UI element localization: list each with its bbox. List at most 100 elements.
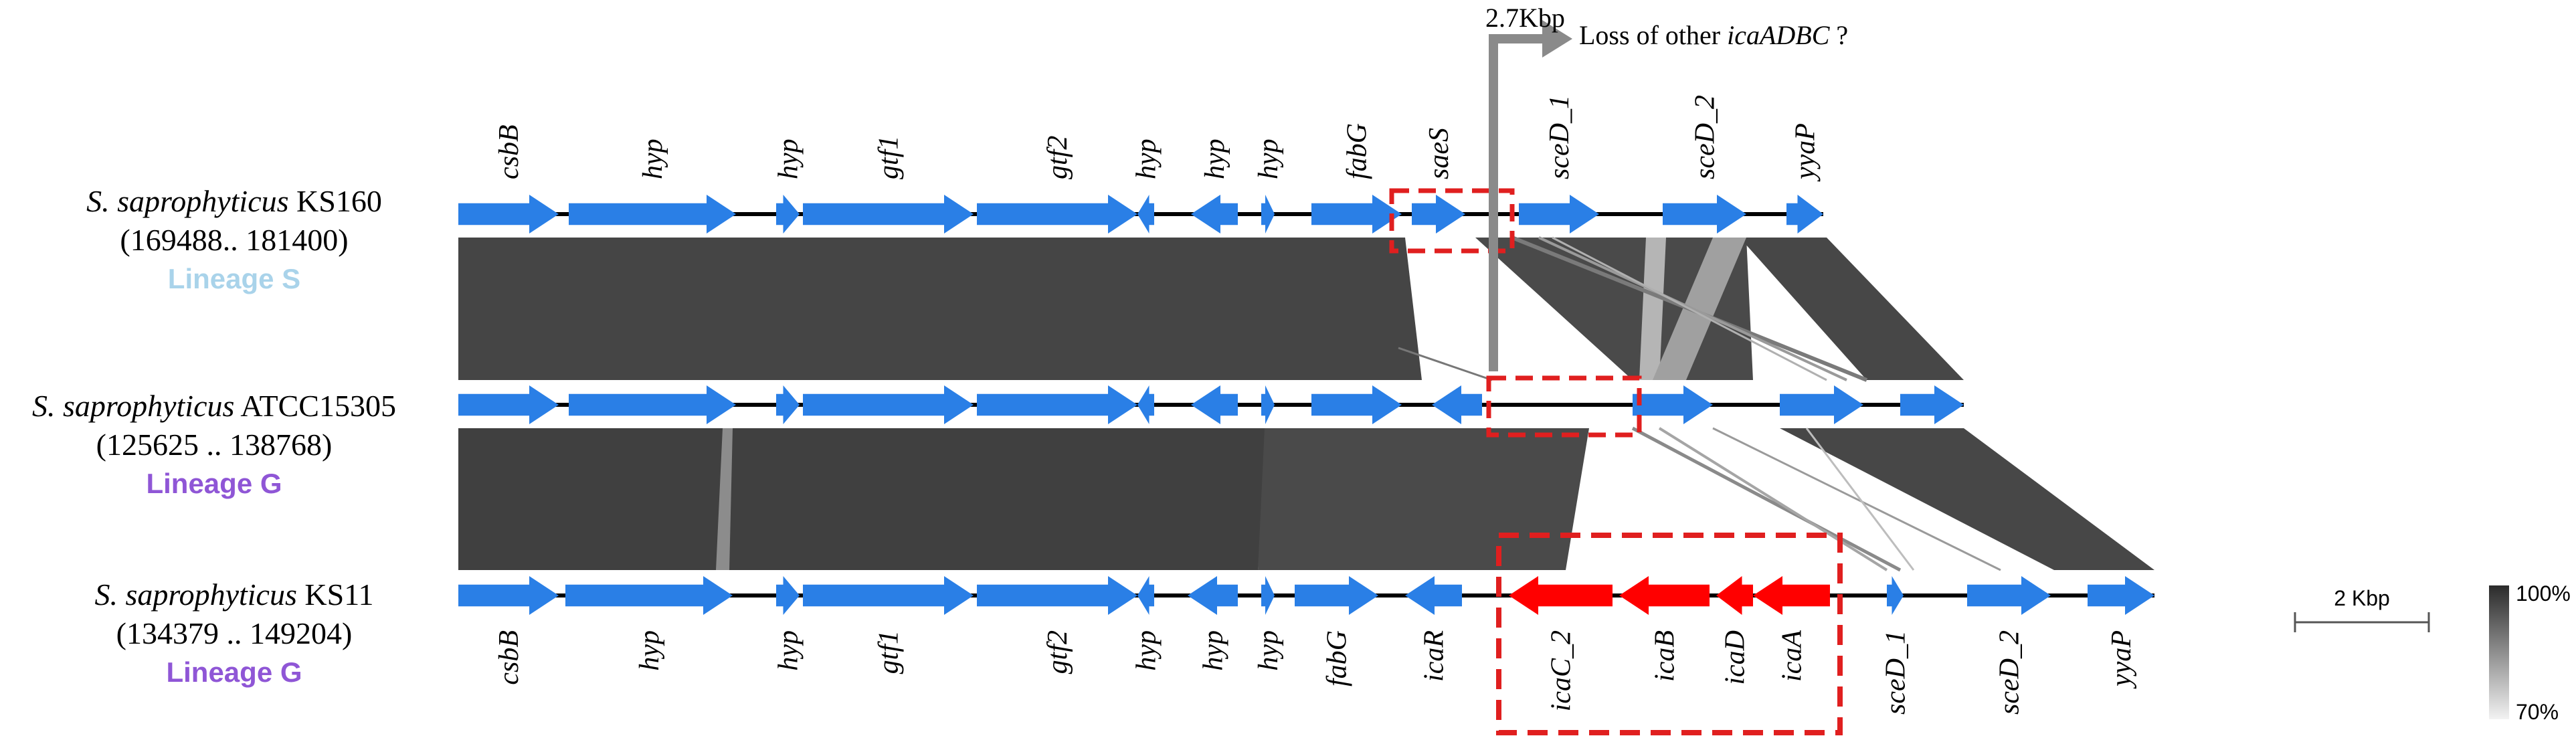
gene-label: hyp xyxy=(634,630,665,671)
homology-link xyxy=(1712,427,2001,571)
gene-label: hyp xyxy=(1131,139,1162,179)
homology-link xyxy=(1805,428,1915,571)
hyp-gene-arrow xyxy=(1137,576,1154,615)
scale-bar: 2 Kbp xyxy=(2294,586,2430,632)
identity-gradient xyxy=(2489,585,2509,719)
gene-label: hyp xyxy=(638,139,668,179)
icar-gene-arrow xyxy=(1405,576,1462,615)
strain-name: KS160 xyxy=(296,184,382,218)
gene-label: icaR xyxy=(1419,630,1450,682)
strain-name: ATCC15305 xyxy=(240,389,396,423)
homology-block xyxy=(1639,238,1666,380)
gtf1-gene-arrow xyxy=(803,195,974,234)
gene-gene-arrow xyxy=(1311,385,1402,424)
hyp-gene-arrow xyxy=(1188,576,1238,615)
gene-gene-arrow xyxy=(1633,385,1713,424)
species-name: S. saprophyticus xyxy=(32,389,235,423)
fabg-gene-arrow xyxy=(1311,195,1402,234)
icac_2-gene-arrow xyxy=(1509,576,1613,615)
strain-name: KS11 xyxy=(304,577,374,612)
homology-block xyxy=(1740,238,1964,380)
gene-arrows xyxy=(458,195,2154,615)
gene-gene-arrow xyxy=(1137,385,1154,424)
insertion-arrow-shaft xyxy=(1489,34,1546,371)
species-name: S. saprophyticus xyxy=(94,577,297,612)
species-name: S. saprophyticus xyxy=(86,184,289,218)
homology-block xyxy=(1780,428,2154,570)
gene-label: sceD_1 xyxy=(1881,630,1912,715)
sced_2-gene-arrow xyxy=(1663,195,1746,234)
gene-label: fabG xyxy=(1322,630,1353,686)
gtf2-gene-arrow xyxy=(977,195,1137,234)
gtf2-gene-arrow xyxy=(977,576,1137,615)
gene-label: icaB xyxy=(1650,630,1681,682)
gene-label: fabG xyxy=(1342,123,1373,179)
homology-band-atcc-ks11 xyxy=(458,426,2154,572)
gene-label: yyaP xyxy=(1790,123,1821,182)
homology-block xyxy=(1258,428,1589,570)
homology-block xyxy=(458,238,1422,380)
yyap-gene-arrow xyxy=(1786,195,1823,234)
coords: (134379 .. 149204) xyxy=(116,616,353,650)
gene-gene-arrow xyxy=(1432,385,1482,424)
insertion-size-label: 2.7Kbp xyxy=(1485,3,1565,33)
gene-gene-arrow xyxy=(776,385,800,424)
identity-min-label: 70% xyxy=(2516,700,2559,724)
fabg-gene-arrow xyxy=(1295,576,1378,615)
gene-gene-arrow xyxy=(1261,385,1275,424)
gene-gene-arrow xyxy=(1191,385,1238,424)
gene-label: gtf2 xyxy=(1042,136,1073,179)
gene-label: gtf1 xyxy=(874,630,905,674)
gene-label: csbB xyxy=(494,630,525,685)
lineage-label: Lineage G xyxy=(166,656,302,688)
gene-label: saeS xyxy=(1424,128,1455,179)
gene-label: hyp xyxy=(1198,630,1229,671)
gene-label: hyp xyxy=(1200,139,1230,179)
homology-link xyxy=(1398,347,1493,381)
gene-label: hyp xyxy=(773,139,804,179)
gene-label: sceD_2 xyxy=(1995,630,2025,715)
identity-max-label: 100% xyxy=(2516,581,2571,606)
csbb-gene-arrow xyxy=(458,576,559,615)
hyp-gene-arrow xyxy=(1191,195,1238,234)
hyp-gene-arrow xyxy=(1261,576,1275,615)
homology-band-ks160-atcc xyxy=(458,236,1964,382)
gene-label: hyp xyxy=(773,630,804,671)
identity-legend: 100% 70% xyxy=(2489,581,2571,724)
highlight-box-ica-operon xyxy=(1496,533,1843,735)
csbb-gene-arrow xyxy=(458,195,559,234)
insertion-marker: 2.7Kbp Loss of other icaADBC ? xyxy=(1485,3,1848,371)
gene-label: csbB xyxy=(494,124,525,179)
homology-block xyxy=(1653,238,1746,380)
hyp-gene-arrow xyxy=(565,576,733,615)
hyp-gene-arrow xyxy=(1137,195,1154,234)
coords: (125625 .. 138768) xyxy=(96,428,333,462)
scale-bar-label: 2 Kbp xyxy=(2334,586,2390,610)
homology-link xyxy=(1552,236,1827,381)
gene-gene-arrow xyxy=(1780,385,1863,424)
homology-block xyxy=(458,428,1271,570)
yyap-gene-arrow xyxy=(2088,576,2154,615)
hyp-gene-arrow xyxy=(569,195,736,234)
insertion-arrow-head xyxy=(1542,20,1572,58)
gene-label: icaA xyxy=(1777,630,1808,682)
gene-label: icaC_2 xyxy=(1546,630,1577,711)
sced_1-gene-arrow xyxy=(1519,195,1599,234)
gene-label: hyp xyxy=(1253,139,1284,179)
gene-label: gtf2 xyxy=(1042,630,1073,674)
insertion-note: Loss of other icaADBC ? xyxy=(1579,20,1848,50)
gene-label: gtf1 xyxy=(874,136,905,179)
gene-label: hyp xyxy=(1131,630,1162,671)
highlight-box-saeS xyxy=(1389,188,1515,254)
homology-block xyxy=(716,428,733,570)
icab-gene-arrow xyxy=(1619,576,1710,615)
homology-link xyxy=(1658,427,1888,571)
hyp-gene-arrow xyxy=(776,195,800,234)
icad-gene-arrow xyxy=(1716,576,1753,615)
hyp-gene-arrow xyxy=(776,576,800,615)
sced_1-gene-arrow xyxy=(1887,576,1904,615)
gene-gene-arrow xyxy=(977,385,1137,424)
lineage-label: Lineage S xyxy=(167,263,301,294)
